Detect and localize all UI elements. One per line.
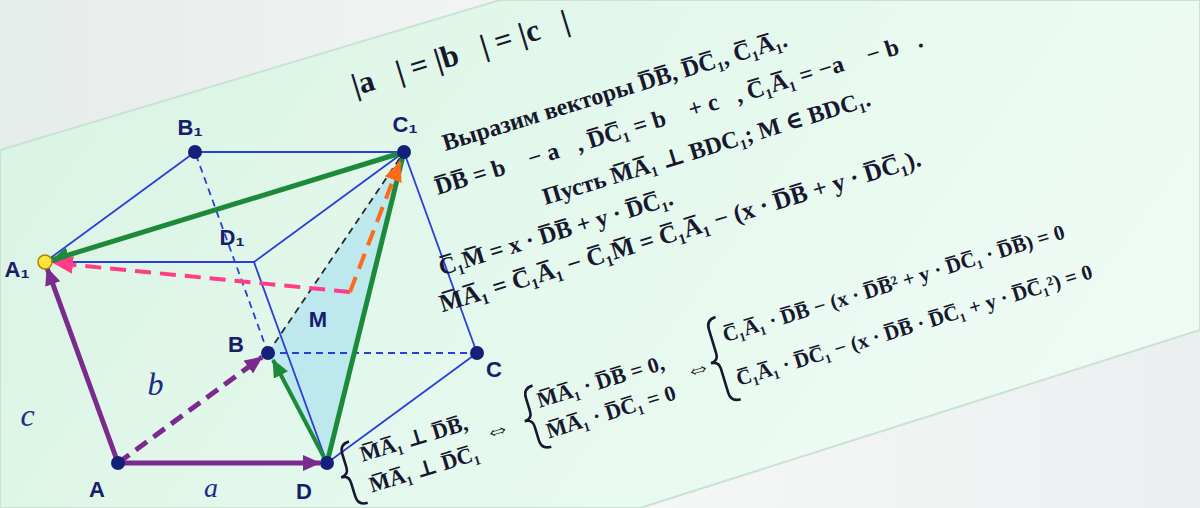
vector-db: [273, 360, 327, 463]
vector-label: b⃗: [148, 366, 189, 403]
vertex-dot: [261, 346, 275, 360]
cube-edge: [254, 262, 327, 463]
vector-b: [118, 357, 262, 463]
cube-edge: [195, 151, 404, 153]
point-label: M: [309, 307, 327, 332]
vector-label: a⃗: [204, 472, 240, 504]
vector-ma1: [54, 263, 350, 292]
vector-dc1: [327, 152, 404, 463]
hidden-edge: [195, 152, 268, 353]
vertex-label: B: [228, 332, 244, 357]
vector-label: c⃗: [20, 397, 59, 434]
hidden-diagonal: [268, 152, 404, 353]
section-triangle: [268, 152, 404, 463]
vertex-label: A: [89, 477, 105, 502]
cube-edge: [45, 261, 254, 263]
vertex-dot-highlight: [38, 255, 52, 269]
vertex-dot: [111, 456, 125, 470]
vertex-label: B₁: [178, 115, 203, 140]
vertex-label: C₁: [393, 112, 418, 137]
vertex-label: C: [486, 357, 502, 382]
vector-c1a1: [52, 152, 404, 260]
hidden-edge: [268, 352, 477, 354]
vertex-dot: [470, 346, 484, 360]
vector-c1m: [350, 162, 400, 292]
vertex-label: A₁: [5, 257, 30, 282]
cube-edge: [45, 152, 195, 262]
vertex-dot: [320, 456, 334, 470]
vertex-dot: [397, 145, 411, 159]
vector-c: [47, 268, 118, 463]
vertex-dot: [188, 145, 202, 159]
vector-a: [118, 461, 320, 466]
vertex-label: D₁: [220, 225, 245, 250]
vertex-label: D: [296, 479, 312, 504]
